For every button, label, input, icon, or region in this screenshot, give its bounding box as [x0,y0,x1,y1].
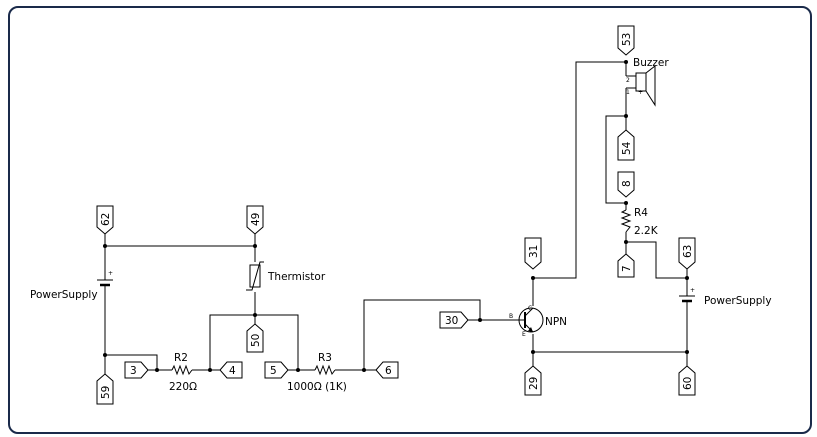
svg-text:49: 49 [250,213,262,226]
port-6: 6 [375,361,399,379]
junctions-right [531,60,689,354]
npn-label: NPN [545,316,567,328]
port-7: 7 [617,253,635,278]
svg-text:31: 31 [528,245,540,258]
buzzer-pin2: 2 [626,77,630,84]
r3-name: R3 [318,352,332,364]
ps-left-plus: + [108,270,113,277]
svg-text:53: 53 [621,33,633,46]
svg-text:62: 62 [100,213,112,226]
svg-text:59: 59 [100,386,112,399]
svg-text:4: 4 [229,365,236,377]
r3-value: 1000Ω (1K) [287,381,347,393]
r4-value: 2.2K [634,225,659,237]
buzzer: 2 1 + Buzzer [626,57,669,107]
buzzer-plus: + [638,89,643,96]
port-63: 63 [678,237,696,270]
resistor-r3: R3 1000Ω (1K) [287,352,347,393]
port-5: 5 [264,361,289,379]
port-60: 60 [678,365,696,396]
svg-text:6: 6 [385,365,392,377]
r4-name: R4 [634,207,648,219]
port-59: 59 [96,373,114,405]
port-3: 3 [124,361,149,379]
svg-text:50: 50 [250,334,262,347]
svg-text:5: 5 [270,365,277,377]
thermistor-label: Thermistor [267,271,326,283]
thermistor [246,261,264,291]
port-30: 30 [439,311,469,329]
buzzer-label: Buzzer [633,57,669,69]
npn-pin-e: E [522,331,526,338]
npn-pin-b: B [509,313,513,320]
buzzer-pin1: 1 [626,89,630,96]
power-supply-left: + PowerSupply [30,270,113,306]
r2-name: R2 [174,352,188,364]
power-supply-right: + PowerSupply [679,287,772,307]
ps-right-label: PowerSupply [704,295,772,307]
svg-text:60: 60 [682,377,694,390]
port-62: 62 [96,205,114,235]
npn-pin-c: C [528,305,532,312]
wires-right [532,61,688,374]
svg-text:7: 7 [621,265,633,272]
svg-text:54: 54 [621,141,633,155]
svg-text:63: 63 [682,245,694,258]
svg-text:29: 29 [528,377,540,390]
svg-text:30: 30 [445,315,458,327]
port-8: 8 [617,171,635,198]
port-50: 50 [246,323,264,353]
npn-transistor: B C E NPN [509,305,567,338]
resistor-r4: R4 2.2K [620,207,659,237]
port-29: 29 [524,365,542,396]
port-49: 49 [246,205,264,235]
junctions-left [103,244,482,372]
resistor-r2: R2 220Ω [169,352,197,393]
ps-left-label: PowerSupply [30,289,98,301]
svg-text:3: 3 [130,365,137,377]
svg-text:8: 8 [621,180,633,187]
port-4: 4 [219,361,243,379]
port-53: 53 [617,25,635,56]
ps-right-plus: + [690,287,695,294]
r2-value: 220Ω [169,381,197,393]
port-54: 54 [617,129,635,161]
port-31: 31 [524,237,542,270]
